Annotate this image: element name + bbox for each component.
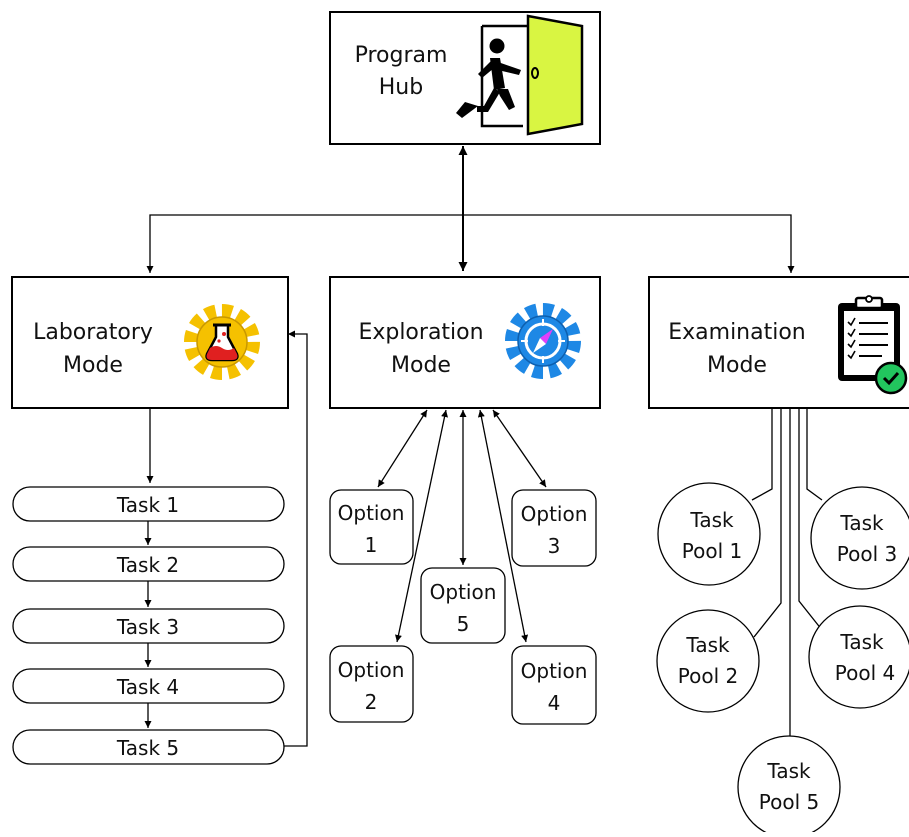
task-label: Task 2 bbox=[116, 553, 179, 577]
task-pool-list: Task Pool 1 Task Pool 2 Task Pool 3 Task… bbox=[656, 482, 909, 837]
task-item-1: Task 1 bbox=[12, 486, 285, 522]
task-pool-label-line1: Task bbox=[689, 508, 734, 532]
task-pool-label-line1: Task bbox=[839, 511, 884, 535]
task-pool-label-line2: Pool 4 bbox=[835, 661, 895, 685]
exploration-label-line1: Exploration bbox=[358, 320, 483, 345]
option-label-line1: Option bbox=[521, 502, 588, 526]
exploration-option3-connector bbox=[492, 409, 547, 488]
option-label-line2: 4 bbox=[548, 691, 561, 715]
option-label-line1: Option bbox=[338, 501, 405, 525]
option-label-line2: 3 bbox=[548, 534, 561, 558]
task-label: Task 4 bbox=[116, 675, 179, 699]
option-label-line2: 1 bbox=[365, 533, 378, 557]
option-1: Option 1 bbox=[329, 489, 414, 565]
option-label-line2: 5 bbox=[457, 612, 470, 636]
task-item-3: Task 3 bbox=[12, 608, 285, 644]
task-item-5: Task 5 bbox=[12, 729, 285, 765]
option-3: Option 3 bbox=[511, 489, 597, 567]
laboratory-label-line1: Laboratory bbox=[33, 320, 153, 345]
person-entering-door-icon bbox=[456, 14, 584, 136]
clipboard-checklist-icon bbox=[838, 295, 908, 395]
task-pool-4: Task Pool 4 bbox=[808, 605, 909, 709]
task-item-4: Task 4 bbox=[12, 668, 285, 704]
hub-examination-connector bbox=[463, 214, 795, 273]
task-pool-label-line2: Pool 2 bbox=[678, 664, 738, 688]
examination-pool4-connector bbox=[798, 408, 823, 631]
task-pool-2: Task Pool 2 bbox=[656, 609, 760, 713]
examination-label-line1: Examination bbox=[668, 320, 806, 345]
option-4: Option 4 bbox=[511, 645, 597, 725]
option-label-line1: Option bbox=[430, 580, 497, 604]
exploration-option2-connector bbox=[395, 409, 448, 643]
task-pool-label-line2: Pool 1 bbox=[682, 539, 742, 563]
task-pool-5: Task Pool 5 bbox=[737, 735, 841, 837]
exploration-mode-node: Exploration Mode bbox=[329, 276, 601, 409]
option-label-line2: 2 bbox=[365, 690, 378, 714]
option-5: Option 5 bbox=[420, 567, 506, 644]
task-pool-label-line1: Task bbox=[766, 759, 811, 783]
task-pool-label-line2: Pool 3 bbox=[837, 542, 897, 566]
examination-mode-node: Examination Mode bbox=[648, 276, 909, 409]
connectors bbox=[144, 146, 823, 747]
option-label-line1: Option bbox=[338, 658, 405, 682]
task-pool-3: Task Pool 3 bbox=[810, 486, 909, 590]
task-pool-label-line1: Task bbox=[839, 630, 884, 654]
laboratory-mode-node: Laboratory Mode bbox=[11, 276, 289, 409]
task-label: Task 1 bbox=[116, 493, 179, 517]
exploration-option1-connector bbox=[377, 409, 428, 488]
task5-laboratory-loop bbox=[284, 330, 308, 747]
examination-pool3-connector bbox=[806, 408, 823, 501]
task-label: Task 5 bbox=[116, 736, 179, 760]
option-list: Option 1 Option 2 Option 3 Option 4 Opti… bbox=[329, 489, 597, 725]
exploration-label-line2: Mode bbox=[391, 353, 451, 378]
option-label-line1: Option bbox=[521, 659, 588, 683]
option-2: Option 2 bbox=[329, 645, 414, 723]
task-list: Task 1 Task 2 Task 3 Task 4 Task 5 bbox=[12, 486, 285, 765]
program-hub-node: Program Hub bbox=[329, 11, 601, 145]
exploration-option4-connector bbox=[477, 409, 529, 643]
examination-label-line2: Mode bbox=[707, 353, 767, 378]
task-item-2: Task 2 bbox=[12, 546, 285, 582]
task-pool-label-line1: Task bbox=[685, 633, 730, 657]
hub-label-line2: Hub bbox=[379, 75, 423, 100]
hub-label-line1: Program bbox=[355, 43, 448, 68]
flask-gear-icon bbox=[184, 304, 260, 380]
examination-pool2-connector bbox=[753, 408, 782, 638]
task-pool-1: Task Pool 1 bbox=[657, 482, 761, 586]
hub-laboratory-connector bbox=[146, 214, 463, 273]
compass-gear-icon bbox=[505, 303, 581, 379]
laboratory-label-line2: Mode bbox=[63, 353, 123, 378]
task-pool-label-line2: Pool 5 bbox=[759, 790, 819, 814]
examination-pool1-connector bbox=[751, 408, 773, 501]
task-label: Task 3 bbox=[116, 615, 179, 639]
